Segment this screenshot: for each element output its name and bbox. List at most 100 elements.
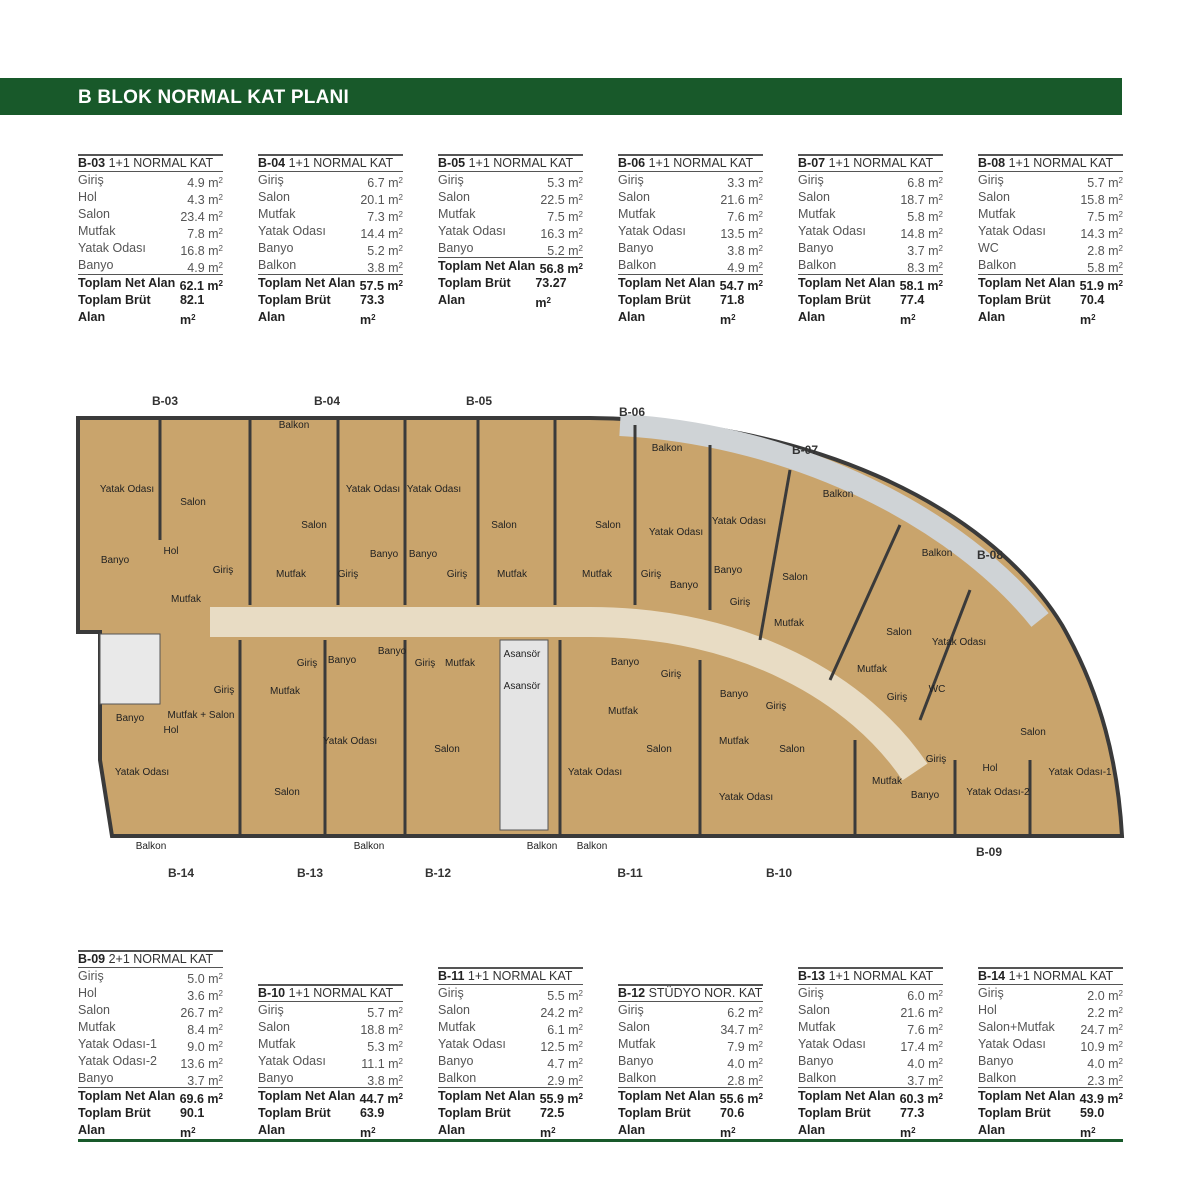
room-name: Salon [438,190,470,204]
room-area: 2.9 m2 [547,1074,583,1088]
room-area: 17.4 m2 [900,1040,943,1054]
room-name: Mutfak [618,207,656,221]
unit-code: B-08 [978,156,1006,170]
room-area: 23.4 m2 [180,210,223,224]
room-name: Yatak Odası-2 [78,1054,157,1068]
plan-unit-label: B-14 [168,866,194,880]
unit-header: B-13 1+1 NORMAL KAT [798,967,943,985]
unit-code: B-10 [258,986,286,1000]
unit-type: 1+1 NORMAL KAT [288,986,394,1000]
net-area-label: Toplam Net Alan [78,276,176,290]
plan-unit-label: B-05 [466,394,492,408]
plan-room-label: Salon [886,627,912,638]
room-name: Banyo [978,1054,1014,1068]
room-name: Yatak Odası [258,1054,326,1068]
unit-type: 1+1 NORMAL KAT [648,156,754,170]
net-area-value: 58.1 m2 [899,279,943,293]
room-area: 2.2 m2 [1087,1006,1123,1020]
plan-room-label: Giriş [297,658,318,669]
room-area: 12.5 m2 [540,1040,583,1054]
plan-room-label: Giriş [447,569,468,580]
room-name: Salon [798,190,830,204]
plan-room-label: Yatak Odası [649,527,703,538]
plan-room-label: Mutfak [445,658,476,669]
room-area: 6.0 m2 [907,989,943,1003]
plan-room-label: Mutfak + Salon [168,710,235,721]
net-area-value: 51.9 m2 [1079,279,1123,293]
unit-header: B-10 1+1 NORMAL KAT [258,984,403,1002]
room-area: 20.1 m2 [360,193,403,207]
net-area-label: Toplam Net Alan [978,1089,1076,1103]
unit-header: B-06 1+1 NORMAL KAT [618,154,763,172]
room-area: 5.7 m2 [367,1006,403,1020]
room-name: Mutfak [258,207,296,221]
room-name: Mutfak [438,207,476,221]
room-area: 24.2 m2 [540,1006,583,1020]
gross-area-label: Toplam Brüt Alan [978,293,1051,324]
room-name: Banyo [618,241,654,255]
plan-unit-label: B-03 [152,394,178,408]
room-name: Salon [618,190,650,204]
plan-unit-label: B-06 [619,405,645,419]
room-name: Yatak Odası [258,224,326,238]
plan-room-label: Giriş [766,701,787,712]
gross-area-value: 73.27 m2 [535,276,567,310]
room-area: 3.3 m2 [727,176,763,190]
room-name: Giriş [438,986,464,1000]
elevator-stair-core [499,639,549,831]
plan-room-label: Giriş [926,754,947,765]
room-name: Mutfak [798,1020,836,1034]
net-area-label: Toplam Net Alan [798,276,896,290]
plan-room-label: Giriş [661,669,682,680]
unit-code: B-07 [798,156,826,170]
plan-room-label: Hol [163,546,178,557]
gross-area-label: Toplam Brüt Alan [258,1106,331,1137]
walls [158,418,1032,836]
room-area: 4.0 m2 [907,1057,943,1071]
plan-room-label: Yatak Odası-1 [1048,767,1112,778]
plan-room-label: Salon [180,497,206,508]
plan-room-label: Asansör [504,649,541,660]
unit-header: B-12 STÜDYO NOR. KAT [618,984,763,1002]
room-name: Giriş [78,969,104,983]
plan-room-label: Banyo [409,549,438,560]
plan-room-label: Giriş [887,692,908,703]
net-area-value: 69.6 m2 [179,1092,223,1106]
room-name: Hol [78,190,97,204]
room-name: Salon [258,1020,290,1034]
gross-area-value: 82.1 m2 [179,293,205,327]
room-name: Giriş [618,173,644,187]
room-area: 5.8 m2 [1087,261,1123,275]
